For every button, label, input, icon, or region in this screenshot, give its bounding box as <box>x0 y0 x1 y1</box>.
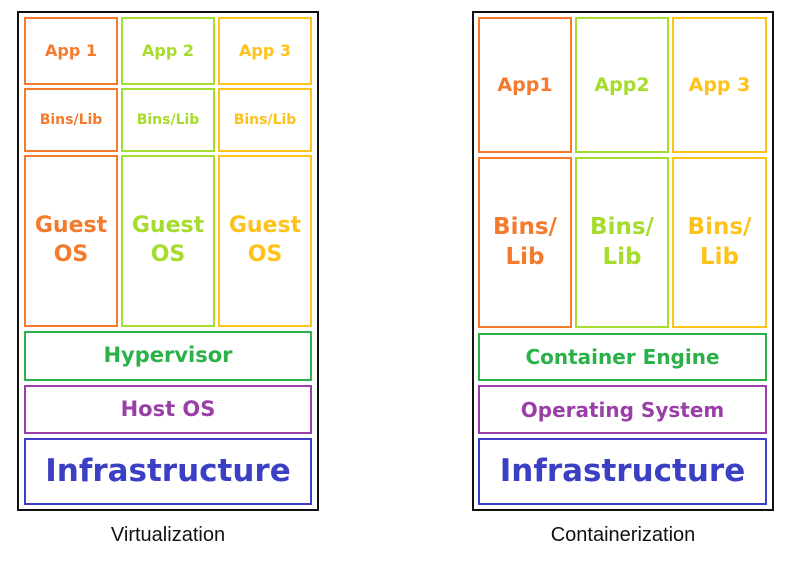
containerization-diagram <box>472 11 774 511</box>
ct-app-3-box: App 3 <box>672 17 767 153</box>
operating-system-label: Operating System <box>520 397 725 422</box>
vm-infrastructure-layer: Infrastructure <box>24 438 312 505</box>
vm-app-2-box: App 2 <box>121 17 215 85</box>
vm-lib-1-box: Bins/Lib <box>24 88 118 152</box>
ct-app-1-box: App1 <box>478 17 572 153</box>
vm-app-1-box: App 1 <box>24 17 118 85</box>
vm-lib-2-label: Bins/Lib <box>136 111 200 128</box>
vm-app-3-box: App 3 <box>218 17 312 85</box>
ct-app-2-box: App2 <box>575 17 669 153</box>
ct-app-3-label: App 3 <box>688 73 751 96</box>
vm-app-3-label: App 3 <box>239 40 291 60</box>
vm-guest-os-3-box: Guest OS <box>218 155 312 327</box>
ct-infrastructure-layer: Infrastructure <box>478 438 767 505</box>
ct-lib-3-label: Bins/ Lib <box>687 213 752 270</box>
vm-lib-3-label: Bins/Lib <box>233 111 297 128</box>
vm-lib-2-box: Bins/Lib <box>121 88 215 152</box>
ct-lib-1-label: Bins/ Lib <box>493 213 557 270</box>
ct-lib-3-box: Bins/ Lib <box>672 157 767 328</box>
hypervisor-layer: Hypervisor <box>24 331 312 381</box>
vm-infrastructure-label: Infrastructure <box>45 453 291 490</box>
vm-lib-1-label: Bins/Lib <box>39 111 103 128</box>
ct-lib-2-label: Bins/ Lib <box>590 213 654 270</box>
virtualization-diagram <box>17 11 319 511</box>
vm-app-2-label: App 2 <box>142 40 194 60</box>
ct-infrastructure-label: Infrastructure <box>499 453 746 490</box>
containerization-caption: Containerization <box>550 524 696 546</box>
ct-app-1-label: App1 <box>497 73 553 96</box>
virtualization-caption: Virtualization <box>110 524 226 546</box>
vm-guest-os-3-label: Guest OS <box>228 213 302 267</box>
ct-lib-2-box: Bins/ Lib <box>575 157 669 328</box>
container-engine-layer: Container Engine <box>478 333 767 381</box>
vm-app-1-label: App 1 <box>45 40 97 60</box>
vm-guest-os-2-box: Guest OS <box>121 155 215 327</box>
host-os-label: Host OS <box>120 396 216 421</box>
hypervisor-label: Hypervisor <box>103 343 233 368</box>
vm-guest-os-1-box: Guest OS <box>24 155 118 327</box>
vm-guest-os-2-label: Guest OS <box>131 213 205 267</box>
vm-guest-os-1-label: Guest OS <box>34 213 108 267</box>
container-engine-label: Container Engine <box>525 345 720 369</box>
host-os-layer: Host OS <box>24 385 312 434</box>
ct-app-2-label: App2 <box>594 73 650 96</box>
vm-lib-3-box: Bins/Lib <box>218 88 312 152</box>
operating-system-layer: Operating System <box>478 385 767 434</box>
ct-lib-1-box: Bins/ Lib <box>478 157 572 328</box>
